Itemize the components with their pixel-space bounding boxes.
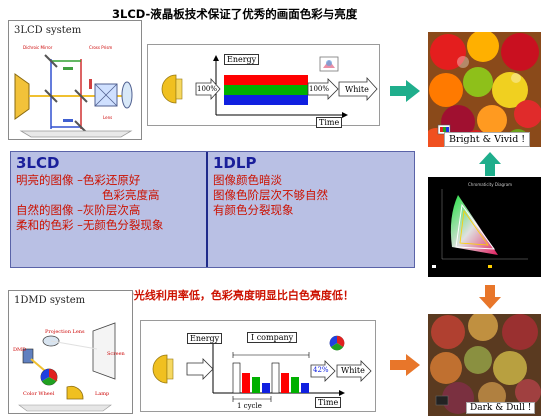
svg-text:Dichroic Mirror: Dichroic Mirror [23, 45, 53, 50]
dmd-time-label: Time [315, 397, 342, 408]
comparison-divider [206, 152, 208, 267]
svg-text:Cross Prism: Cross Prism [89, 45, 112, 50]
lcd-compare-line: 自然的图像 –灰阶层次高 [16, 203, 141, 217]
red-band [224, 75, 308, 85]
dmd-white-label: White [341, 366, 365, 375]
dmd-energy-panel: Energy I company 42% White 1 cycle Time [140, 320, 376, 412]
dark-fruit-image [428, 314, 541, 416]
color-gamut-chart: Chromaticity Diagram [428, 177, 541, 277]
projection-lens-label: Projection Lens [45, 329, 85, 335]
dark-caption: Dark & Dull ! [466, 402, 536, 414]
lcd-system-box: 3LCD system [8, 20, 142, 140]
lcd-energy-label: Energy [224, 54, 260, 65]
lcd-energy-panel: Energy 100% 100% White Time [147, 44, 380, 128]
screen-label: Screen [107, 351, 125, 357]
page-title: 3LCD-液晶板技术保证了优秀的画面色彩与亮度 [112, 7, 358, 21]
green-band [224, 85, 308, 95]
dlp-compare-title: 1DLP [213, 154, 257, 172]
bright-caption: Bright & Vivid ! [444, 132, 531, 147]
down-arrow-icon [479, 285, 501, 309]
lcd-compare-title: 3LCD [16, 154, 60, 172]
dmd-pct-label: 42% [313, 366, 329, 374]
color-wheel-label: Color Wheel [23, 391, 55, 397]
dmd-label: DMD [13, 347, 27, 353]
lcd-compare-line: 柔和的色彩 –无颜色分裂现象 [16, 218, 164, 232]
lcd-compare-line: 色彩亮度高 [102, 188, 160, 202]
up-arrow-icon [479, 152, 501, 176]
blue-band [224, 95, 308, 105]
bright-fruit-image [428, 32, 541, 147]
dmd-system-box: 1DMD system Projection Lens Screen DMD C… [8, 290, 133, 414]
dlp-compare-line: 图像色阶层次不够自然 [213, 188, 328, 202]
svg-text:Lens: Lens [103, 115, 112, 120]
lamp-label: Lamp [95, 391, 110, 397]
dmd-optics-diagram [18, 322, 116, 412]
lcd-optics-diagram: Dichroic Mirror Cross Prism Lens [14, 45, 133, 138]
right-arrow-orange-icon [390, 354, 420, 376]
lcd-compare-line: 明亮的图像 –色彩还原好 [16, 173, 141, 187]
lcd-pct-out: 100% [309, 85, 330, 93]
lcd-time-label: Time [316, 117, 343, 128]
dmd-energy-chart [152, 333, 372, 402]
lcd-white-label: White [345, 85, 369, 94]
dmd-system-label: 1DMD system [14, 295, 86, 306]
svg-text:Chromaticity Diagram: Chromaticity Diagram [468, 182, 512, 187]
lcd-energy-chart [161, 55, 378, 118]
dlp-note: 1DLP光线利用率低，色彩亮度明显比白色亮度低！ [102, 289, 354, 302]
dmd-company-label: I company [247, 332, 298, 343]
dmd-cycle-label: 1 cycle [237, 402, 262, 410]
lcd-system-label: 3LCD system [14, 25, 82, 36]
dlp-compare-line: 有颜色分裂现象 [213, 203, 294, 217]
right-arrow-icon [390, 80, 420, 102]
dmd-energy-label: Energy [187, 333, 223, 344]
comparison-box: 3LCD 明亮的图像 –色彩还原好 色彩亮度高 自然的图像 –灰阶层次高 柔和的… [10, 151, 415, 268]
lcd-pct-in: 100% [197, 85, 218, 93]
dlp-compare-line: 图像颜色暗淡 [213, 173, 282, 187]
